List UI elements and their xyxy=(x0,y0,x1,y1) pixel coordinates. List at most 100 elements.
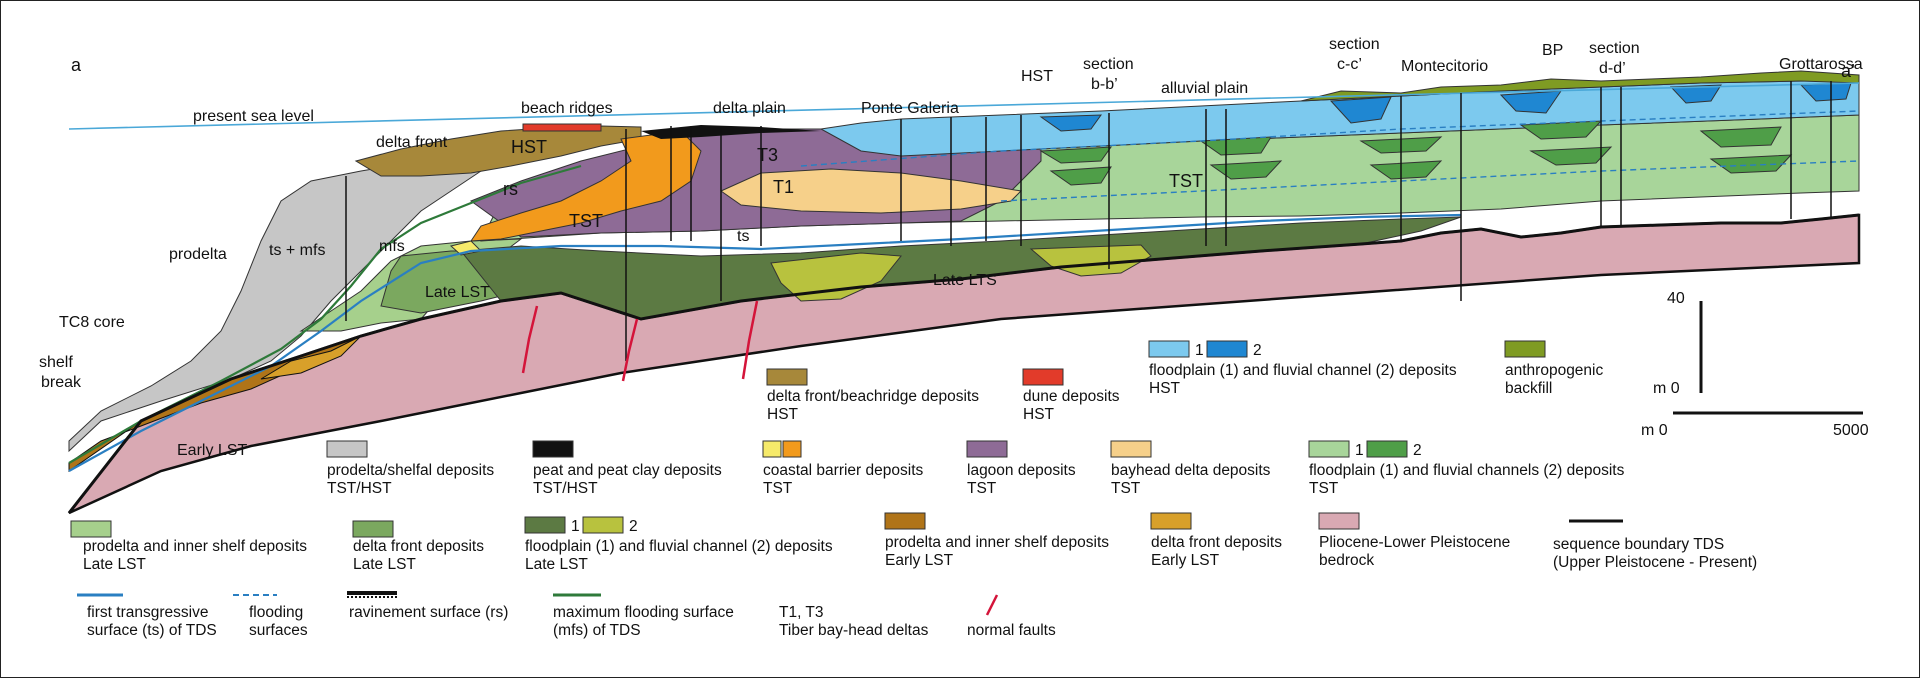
legend-swatch-prodelta-shelfal xyxy=(326,440,368,458)
legend-text: (Upper Pleistocene - Present) xyxy=(1553,554,1757,571)
legend-text: surfaces xyxy=(249,622,308,639)
hst-channel-2 xyxy=(1329,96,1392,124)
legend-swatch-delta-front-late xyxy=(352,520,394,538)
legend-swatch-barrier-light xyxy=(762,440,782,458)
legend-swatch-floodplain-late-1 xyxy=(524,516,566,534)
legend-text: HST xyxy=(767,406,799,423)
label-bp: BP xyxy=(1542,42,1563,59)
scale-vertical-top: 40 xyxy=(1667,290,1685,307)
legend-text: Pliocene-Lower Pleistocene xyxy=(1319,534,1510,551)
legend-text: sequence boundary TDS xyxy=(1553,536,1724,553)
label-section-bb-2: b-b’ xyxy=(1091,76,1118,93)
legend-swatch-peat xyxy=(532,440,574,458)
sequence-boundary xyxy=(67,213,1860,514)
legend-text: dune deposits xyxy=(1023,388,1120,405)
legend-mark: 1 xyxy=(1355,442,1364,459)
legend-text: prodelta and inner shelf deposits xyxy=(83,538,307,555)
legend-mark: 1 xyxy=(1195,342,1204,359)
legend-mark: 2 xyxy=(1253,342,1262,359)
legend-text: Early LST xyxy=(885,552,954,569)
panel-label-a-prime: a’ xyxy=(1841,61,1855,81)
peat-layer-1 xyxy=(641,125,821,139)
label-mfs: mfs xyxy=(379,238,405,255)
label-section-dd-1: section xyxy=(1589,40,1640,57)
label-t3: T3 xyxy=(757,145,778,165)
dune-deposits xyxy=(522,123,602,132)
legend-text: TST/HST xyxy=(327,480,392,497)
label-delta-front: delta front xyxy=(376,134,448,151)
legend-text: Early LST xyxy=(1151,552,1220,569)
legend-swatch-dune xyxy=(1022,368,1064,386)
legend-text: backfill xyxy=(1505,380,1552,397)
boreholes xyxy=(345,81,1832,361)
tst-channel-lens xyxy=(1699,126,1782,148)
tst-channel-lens xyxy=(1039,146,1113,164)
scale-horizontal-left: m 0 xyxy=(1641,422,1668,439)
label-early-lst: Early LST xyxy=(177,442,247,459)
label-delta-plain: delta plain xyxy=(713,100,786,117)
legend-swatch-floodplain-tst-1 xyxy=(1308,440,1350,458)
hst-channel-3 xyxy=(1499,90,1562,114)
label-late-lts: Late LTS xyxy=(933,272,997,289)
legend-swatch-floodplain-tst-2 xyxy=(1366,440,1408,458)
legend-text: delta front deposits xyxy=(1151,534,1282,551)
legend-text: T1, T3 xyxy=(779,604,824,621)
fault xyxy=(741,300,759,380)
legend-text: bedrock xyxy=(1319,552,1374,569)
legend-text: bayhead delta deposits xyxy=(1111,462,1271,479)
legend-swatch-prodelta-inner-early xyxy=(884,512,926,530)
legend-swatch-delta-front-early xyxy=(1150,512,1192,530)
late-lst-channel-1 xyxy=(770,252,902,302)
legend-text: delta front deposits xyxy=(353,538,484,555)
legend-text: floodplain (1) and fluvial channel (2) d… xyxy=(1149,362,1457,379)
label-tst: TST xyxy=(569,211,603,231)
label-section-cc-1: section xyxy=(1329,36,1380,53)
label-grottarossa: Grottarossa xyxy=(1779,56,1863,73)
fault xyxy=(521,305,539,374)
legend-text: TST xyxy=(1111,480,1141,497)
legend-text: Tiber bay-head deltas xyxy=(779,622,929,639)
legend-swatch-anthropogenic xyxy=(1504,340,1546,358)
label-beach-ridges: beach ridges xyxy=(521,100,613,117)
legend: delta front/beachridge deposits HST dune… xyxy=(70,340,1757,639)
tst-channel-lens xyxy=(1369,160,1443,180)
legend-swatch-lagoon xyxy=(966,440,1008,458)
legend-text: prodelta and inner shelf deposits xyxy=(885,534,1109,551)
legend-text: ravinement surface (rs) xyxy=(349,604,508,621)
legend-swatch-floodplain-hst-2 xyxy=(1206,340,1248,358)
hst-channel-1 xyxy=(1039,114,1102,132)
legend-swatch-floodplain-hst-1 xyxy=(1148,340,1190,358)
label-t1: T1 xyxy=(773,177,794,197)
legend-text: first transgressive xyxy=(87,604,208,621)
legend-mark: 2 xyxy=(1413,442,1422,459)
label-section-bb-1: section xyxy=(1083,56,1134,73)
legend-text: coastal barrier deposits xyxy=(763,462,923,479)
mfs-line xyxy=(68,164,582,464)
legend-text: Late LST xyxy=(353,556,416,573)
label-shelf-break-1: shelf xyxy=(39,354,73,371)
label-tc8-core: TC8 core xyxy=(59,314,125,331)
label-section-dd-2: d-d’ xyxy=(1599,60,1626,77)
tst-channel-lens xyxy=(1529,146,1613,166)
legend-text: normal faults xyxy=(967,622,1056,639)
legend-text: delta front/beachridge deposits xyxy=(767,388,979,405)
flooding-surface-1 xyxy=(800,110,1860,167)
bayhead-delta-t1 xyxy=(719,168,1023,214)
legend-swatch-faults xyxy=(985,594,999,616)
label-alluvial-plain: alluvial plain xyxy=(1161,80,1248,97)
legend-text: TST xyxy=(1309,480,1339,497)
label-late-lst: Late LST xyxy=(425,284,490,301)
legend-text: surface (ts) of TDS xyxy=(87,622,217,639)
legend-swatch-bedrock xyxy=(1318,512,1360,530)
tst-channel-lenses xyxy=(1039,120,1793,186)
label-hst-top: HST xyxy=(1021,68,1053,85)
fault xyxy=(621,318,639,382)
tst-channel-lens xyxy=(1049,166,1112,186)
present-sea-level-line xyxy=(68,82,1860,130)
label-montecitorio: Montecitorio xyxy=(1401,58,1488,75)
label-ponte-galeria: Ponte Galeria xyxy=(861,100,959,117)
label-rs: rs xyxy=(503,179,518,199)
legend-text: (mfs) of TDS xyxy=(553,622,641,639)
